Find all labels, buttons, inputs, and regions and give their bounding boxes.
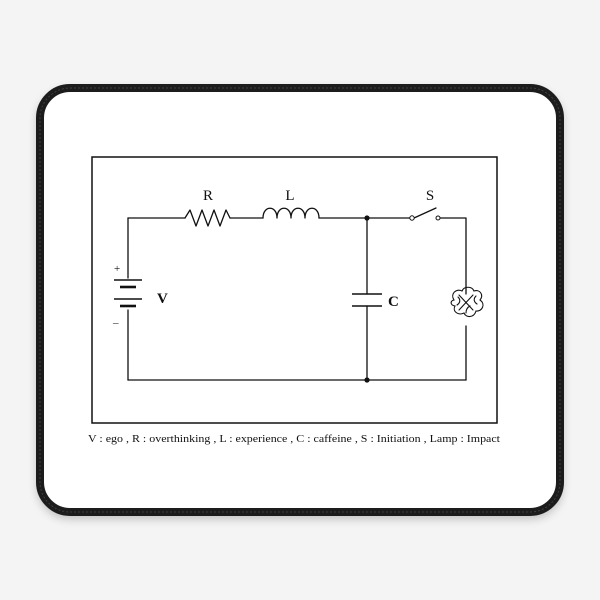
label-voltage: V (157, 291, 168, 307)
label-inductor: L (285, 188, 294, 204)
resistor-symbol (184, 209, 231, 227)
battery-icon (114, 279, 142, 308)
diagram-frame (91, 156, 498, 424)
mousepad-stitching (39, 87, 561, 513)
label-switch: S (426, 188, 434, 204)
switch-blade (413, 207, 437, 219)
inductor-symbol (262, 207, 320, 219)
wire-switch-right (439, 217, 467, 295)
legend-caption: V : ego , R : overthinking , L : experie… (88, 433, 500, 445)
brain-lamp-icon (450, 286, 484, 318)
switch-contact-right (435, 215, 441, 221)
capacitor-symbol (352, 293, 382, 307)
junction-top (364, 215, 370, 221)
label-resistor: R (203, 188, 213, 204)
switch-contact-left (409, 215, 415, 221)
label-capacitor: C (388, 294, 399, 310)
mousepad-mat (36, 84, 564, 516)
label-plus: + (114, 263, 120, 275)
label-minus: – (112, 317, 119, 329)
junction-bottom (364, 377, 370, 383)
